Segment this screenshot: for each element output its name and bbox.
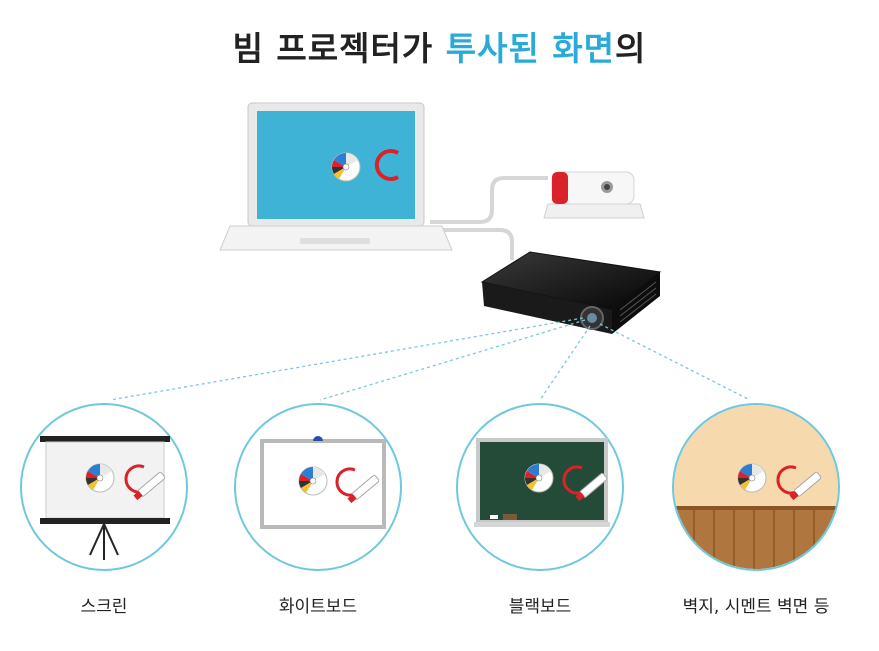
blackboard-illustration [456, 403, 624, 571]
label-blackboard: 블랙보드 [508, 597, 572, 617]
title-text-1: 빔 프로젝터가 [232, 29, 446, 68]
projector [480, 251, 662, 334]
label-screen: 스크린 [80, 597, 128, 617]
title-highlight-2: 화면 [552, 29, 616, 68]
screen-illustration [20, 403, 188, 571]
projector-cable [430, 228, 514, 260]
test-pattern-icon [331, 152, 361, 182]
whiteboard-illustration [234, 403, 402, 571]
document-camera [543, 171, 645, 219]
projection-lines [109, 317, 751, 401]
title-text-2: 의 [615, 29, 647, 68]
camera-cable [430, 176, 548, 224]
red-arc-icon [374, 149, 400, 181]
page-title: 빔 프로젝터가 투사된 화면의 [0, 22, 879, 70]
wall-illustration [672, 403, 840, 571]
label-whiteboard: 화이트보드 [278, 597, 358, 617]
title-highlight-1: 투사된 [445, 29, 540, 68]
laptop [219, 102, 453, 251]
label-wall: 벽지, 시멘트 벽면 등 [682, 597, 830, 617]
